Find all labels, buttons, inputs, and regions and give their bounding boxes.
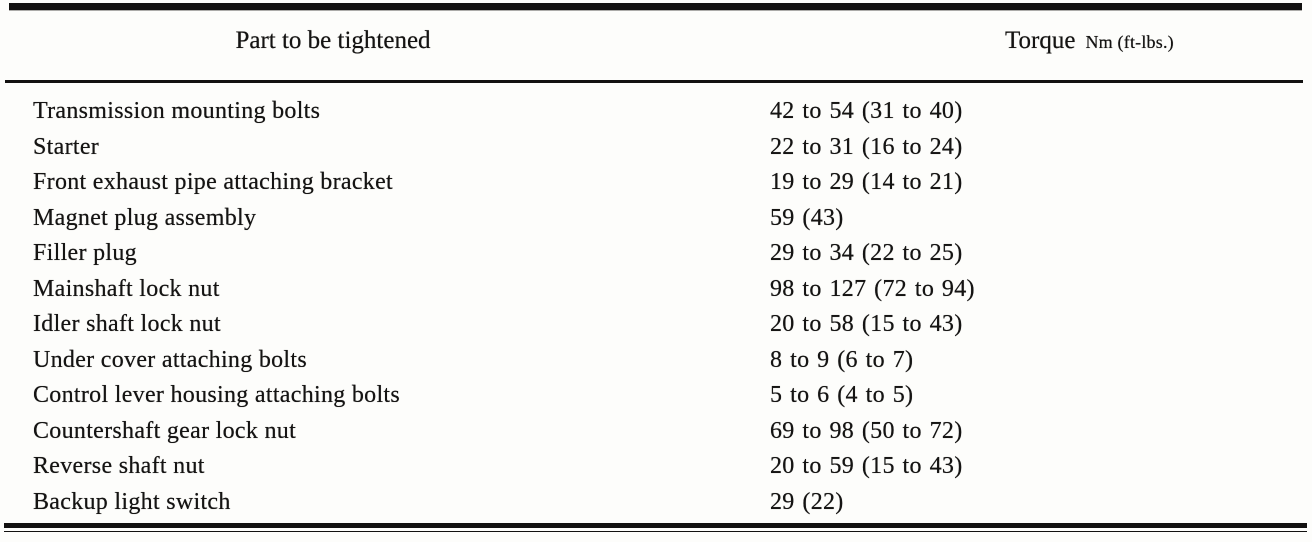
- torque-value: 29 to 34 (22 to 25): [770, 240, 963, 266]
- part-name: Idler shaft lock nut: [33, 311, 221, 337]
- table-row: Idler shaft lock nut 20 to 58 (15 to 43): [0, 307, 1312, 343]
- torque-value: 42 to 54 (31 to 40): [770, 98, 963, 124]
- part-name: Countershaft gear lock nut: [33, 417, 297, 444]
- table-row: Transmission mounting bolts 42 to 54 (31…: [0, 94, 1312, 130]
- torque-value: 69 to 98 (50 to 72): [770, 417, 963, 444]
- torque-value: 8 to 9 (6 to 7): [770, 346, 914, 373]
- table-row: Front exhaust pipe attaching bracket 19 …: [0, 165, 1312, 201]
- torque-value: 59 (43): [770, 204, 844, 231]
- torque-header-label: Torque: [1005, 27, 1076, 54]
- table-row: Filler plug 29 to 34 (22 to 25): [0, 236, 1312, 272]
- torque-value: 98 to 127 (72 to 94): [770, 275, 975, 302]
- header-separator-rule: [5, 80, 1303, 83]
- column-header-part: Part to be tightened: [235, 27, 431, 54]
- torque-value: 22 to 31 (16 to 24): [770, 133, 963, 160]
- part-name: Control lever housing attaching bolts: [33, 382, 401, 408]
- table-row: Backup light switch 29 (22): [0, 485, 1312, 521]
- table-row: Starter 22 to 31 (16 to 24): [0, 130, 1312, 166]
- table-top-rule: [9, 3, 1302, 10]
- part-name: Reverse shaft nut: [33, 453, 205, 479]
- table-bottom-rule-thick: [4, 523, 1307, 528]
- table-bottom-rule-thin: [4, 531, 1307, 532]
- part-name: Under cover attaching bolts: [33, 346, 308, 373]
- table-row: Countershaft gear lock nut 69 to 98 (50 …: [0, 414, 1312, 450]
- part-name: Mainshaft lock nut: [33, 275, 220, 302]
- table-row: Reverse shaft nut 20 to 59 (15 to 43): [0, 449, 1312, 485]
- table-body: Transmission mounting bolts 42 to 54 (31…: [0, 94, 1312, 520]
- torque-value: 29 (22): [770, 488, 844, 515]
- part-name: Starter: [33, 133, 100, 160]
- table-row: Under cover attaching bolts 8 to 9 (6 to…: [0, 343, 1312, 379]
- table-row: Control lever housing attaching bolts 5 …: [0, 378, 1312, 414]
- part-name: Filler plug: [33, 240, 137, 266]
- part-name: Backup light switch: [33, 488, 231, 515]
- column-header-torque: Torque Nm (ft-lbs.): [1005, 27, 1174, 55]
- part-name: Front exhaust pipe attaching bracket: [33, 169, 394, 195]
- torque-header-unit: Nm (ft-lbs.): [1085, 32, 1174, 52]
- torque-value: 5 to 6 (4 to 5): [770, 382, 914, 408]
- part-name: Transmission mounting bolts: [33, 98, 321, 124]
- torque-value: 20 to 59 (15 to 43): [770, 453, 963, 479]
- torque-value: 19 to 29 (14 to 21): [770, 169, 963, 195]
- torque-value: 20 to 58 (15 to 43): [770, 311, 963, 337]
- table-row: Mainshaft lock nut 98 to 127 (72 to 94): [0, 272, 1312, 308]
- table-row: Magnet plug assembly 59 (43): [0, 201, 1312, 237]
- part-name: Magnet plug assembly: [33, 204, 257, 231]
